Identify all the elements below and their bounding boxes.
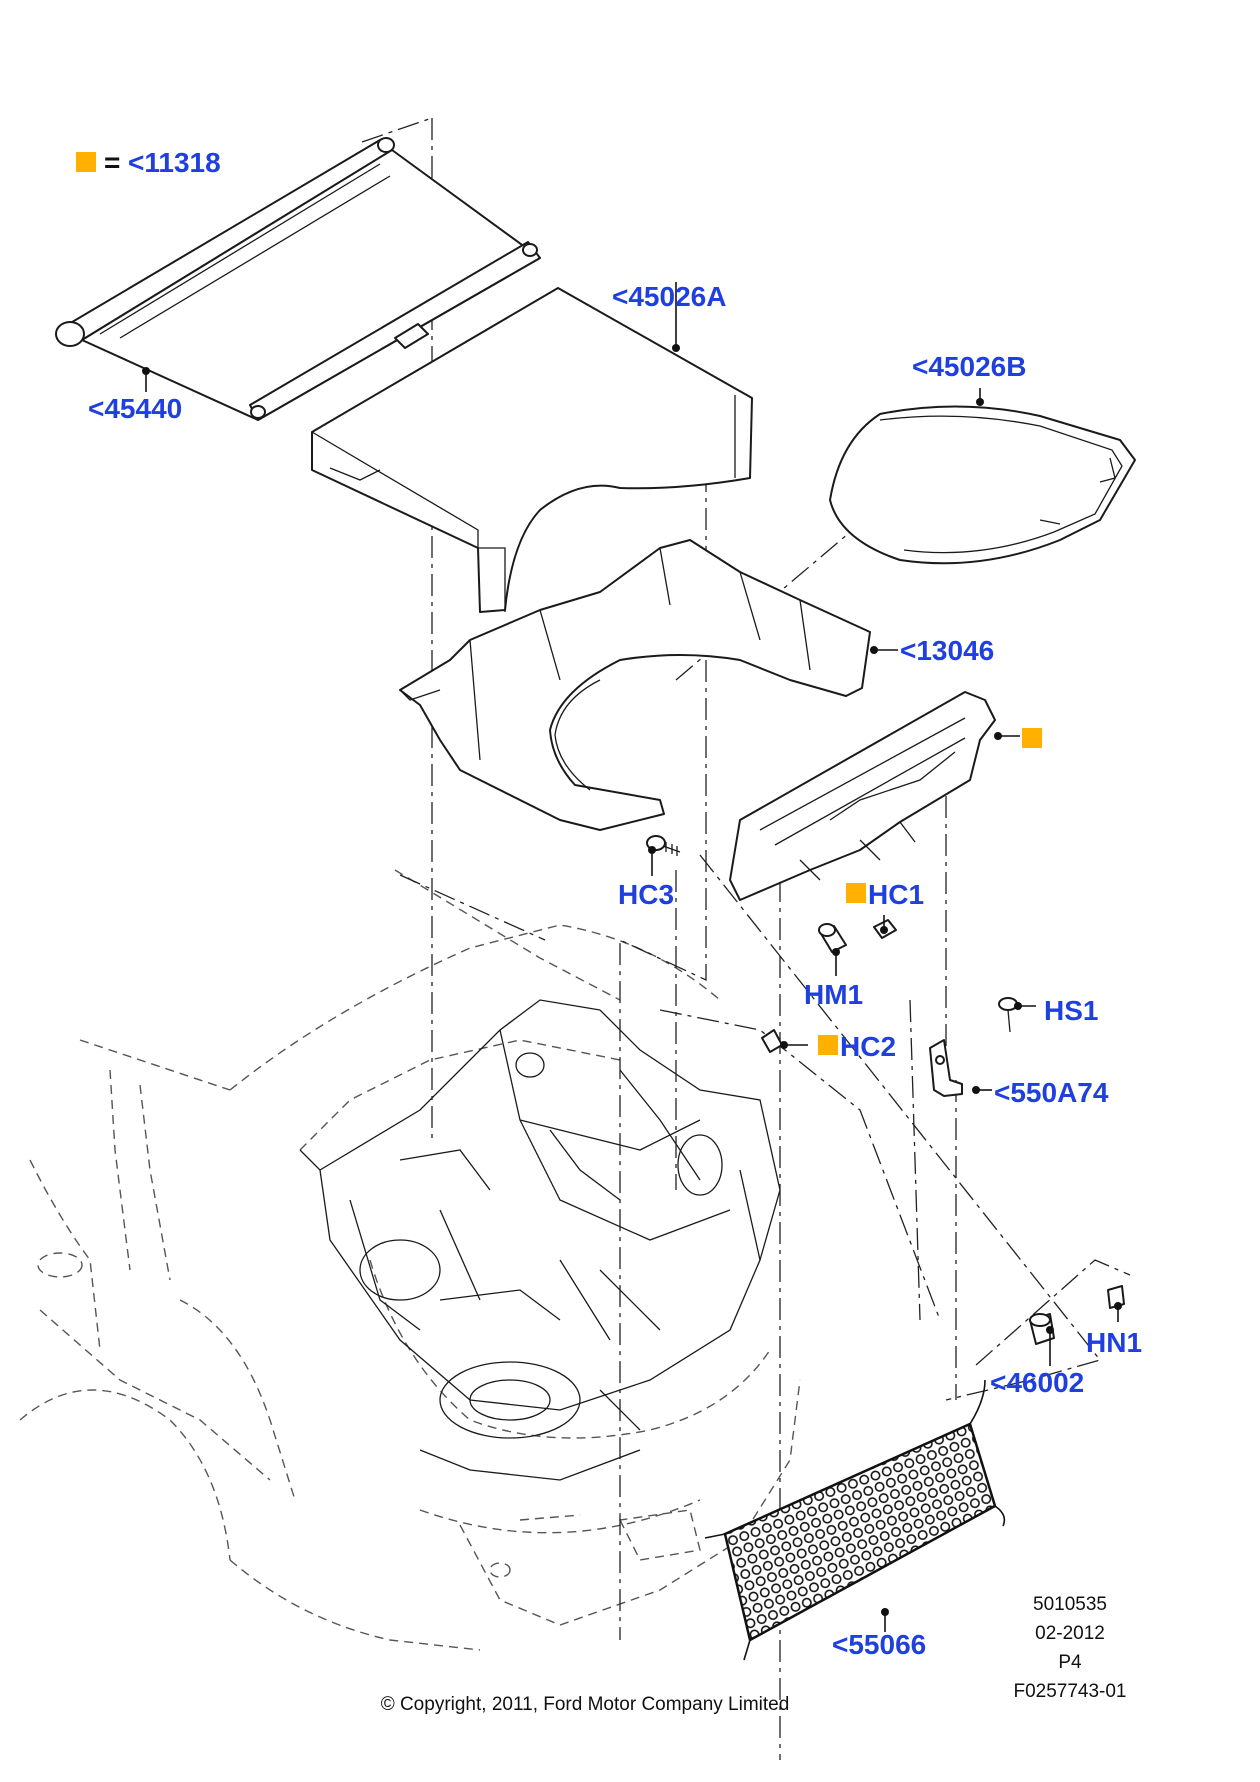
part-55066-cargo-net[interactable] (704, 1379, 1006, 1661)
callout-45026b[interactable]: <45026B (912, 351, 1026, 382)
hardware-46002-hook[interactable] (1029, 1313, 1055, 1345)
copyright-notice: © Copyright, 2011, Ford Motor Company Li… (381, 1694, 790, 1715)
info-page: P4 (1058, 1652, 1082, 1673)
callout-hc2[interactable]: HC2 (840, 1031, 896, 1062)
marker-hc1 (846, 883, 866, 903)
hardware-hn1-retainer[interactable] (1107, 1285, 1125, 1309)
info-date: 02-2012 (1035, 1623, 1105, 1644)
legend-marker (76, 152, 96, 172)
part-45026a-side-trim[interactable] (311, 287, 753, 613)
callout-labels: <45440 <45026A <45026B <13046 HC3 HC1 HM… (88, 281, 1142, 1660)
callout-550a74[interactable]: <550A74 (994, 1077, 1109, 1108)
callout-45440[interactable]: <45440 (88, 393, 182, 424)
legend-equals: = (104, 147, 120, 178)
info-block: 5010535 02-2012 P4 F0257743-01 (1013, 1594, 1126, 1702)
info-figure: F0257743-01 (1013, 1681, 1126, 1702)
callout-hc1[interactable]: HC1 (868, 879, 924, 910)
callout-45026a[interactable]: <45026A (612, 281, 726, 312)
part-rear-scuff-plate[interactable] (729, 691, 996, 901)
hardware-550a74-bracket[interactable] (929, 1039, 963, 1097)
callout-hm1[interactable]: HM1 (804, 979, 863, 1010)
callout-46002[interactable]: <46002 (990, 1367, 1084, 1398)
info-number: 5010535 (1033, 1594, 1107, 1615)
callout-leaders (142, 282, 1122, 1632)
hardware-hs1-screw[interactable] (998, 997, 1018, 1033)
marker-hc2 (818, 1035, 838, 1055)
legend-label[interactable]: <11318 (128, 147, 221, 178)
callout-hs1[interactable]: HS1 (1044, 995, 1098, 1026)
vehicle-outline (19, 869, 801, 1651)
callout-hc3[interactable]: HC3 (618, 879, 674, 910)
part-45440-load-space-cover[interactable] (55, 137, 541, 421)
orange-markers (76, 152, 1042, 1055)
hardware-hm1-fastener[interactable] (818, 923, 847, 953)
callout-hn1[interactable]: HN1 (1086, 1327, 1142, 1358)
legend: = <11318 (104, 147, 221, 178)
marker-scuff-plate (1022, 728, 1042, 748)
part-13046-floor-pan-trim[interactable] (398, 539, 871, 831)
part-45026b-floor-mat[interactable] (829, 405, 1136, 565)
callout-13046[interactable]: <13046 (900, 635, 994, 666)
callout-55066[interactable]: <55066 (832, 1629, 926, 1660)
